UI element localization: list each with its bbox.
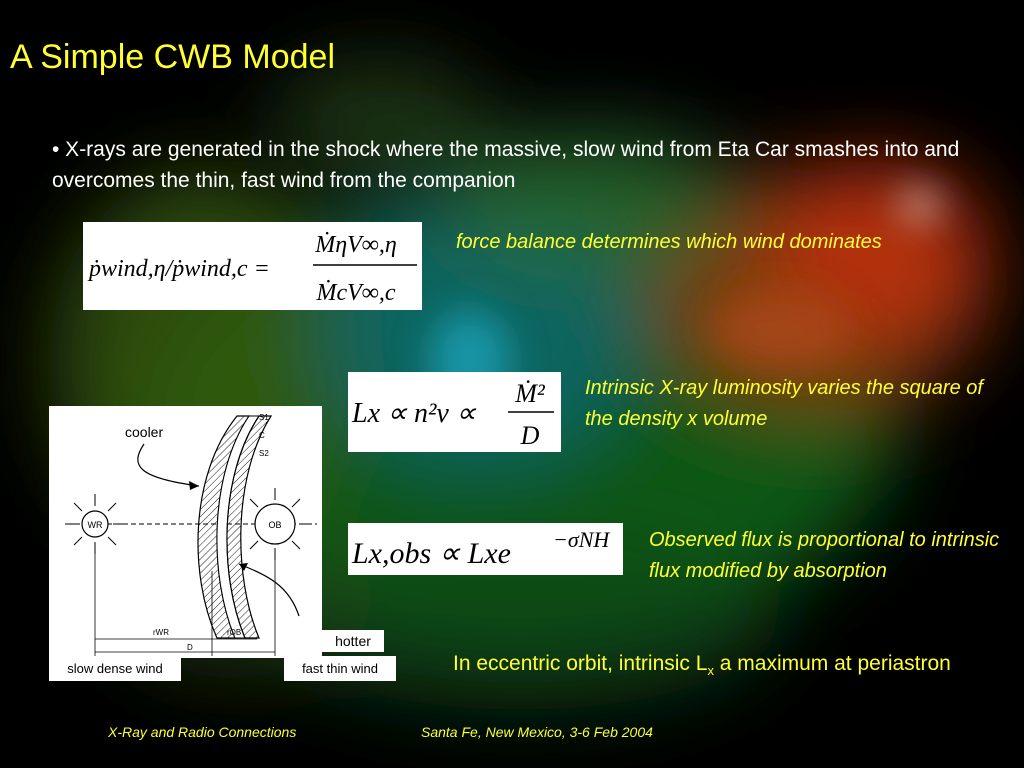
slow-dense-wind-label: slow dense wind [49, 656, 181, 681]
hotter-label: hotter [322, 630, 384, 652]
observed-flux-note: Observed flux is proportional to intrins… [649, 529, 1000, 582]
colliding-wind-diagram: WR OB S1 C S2 rWR rOB D cooler [49, 406, 322, 658]
fast-thin-wind-label: fast thin wind [284, 656, 396, 681]
c-label: C [259, 431, 265, 440]
observed-flux-equation-exponent: −σNH [553, 527, 610, 552]
cooler-label: cooler [125, 424, 163, 440]
momentum-equation-numerator: ṀηV∞,η [314, 232, 397, 258]
observed-flux-equation: Lx,obs ∝ Lxe −σNH [348, 523, 623, 575]
observed-flux-equation-text: Lx,obs ∝ Lxe [351, 537, 511, 570]
momentum-equation-lhs: ṗwind,η/ṗwind,c = [87, 256, 270, 282]
momentum-equation-denominator: ṀcV∞,c [315, 280, 395, 306]
force-balance-note: force balance determines which wind domi… [456, 231, 882, 253]
eccentric-orbit-note: In eccentric orbit, intrinsic Lx a maxim… [453, 648, 973, 686]
eccentric-note-subscript: x [707, 663, 714, 679]
s1-label: S1 [259, 413, 269, 422]
d-label: D [187, 643, 193, 652]
eccentric-note-part1: In eccentric orbit, intrinsic L [453, 652, 708, 675]
luminosity-equation: Lx ∝ n²v ∝ Ṁ² D [348, 372, 561, 452]
footer-right: Santa Fe, New Mexico, 3-6 Feb 2004 [421, 724, 653, 740]
bullet-text: • X-rays are generated in the shock wher… [52, 138, 960, 192]
luminosity-equation-numerator: Ṁ² [514, 379, 546, 408]
footer-left: X-Ray and Radio Connections [108, 724, 297, 740]
intrinsic-luminosity-note: Intrinsic X-ray luminosity varies the sq… [585, 377, 983, 430]
momentum-equation: ṗwind,η/ṗwind,c = ṀηV∞,η ṀcV∞,c [83, 222, 422, 310]
rob-label: rOB [227, 628, 241, 637]
ob-star-icon [249, 488, 311, 560]
ob-label: OB [268, 520, 281, 530]
rwr-label: rWR [153, 628, 169, 637]
luminosity-equation-lhs: Lx ∝ n²v ∝ [351, 398, 477, 429]
s2-label: S2 [259, 449, 269, 458]
wr-label: WR [88, 520, 103, 530]
luminosity-equation-denominator: D [520, 421, 540, 450]
slide-title: A Simple CWB Model [10, 38, 335, 76]
eccentric-note-part2: a maximum at periastron [713, 652, 951, 675]
